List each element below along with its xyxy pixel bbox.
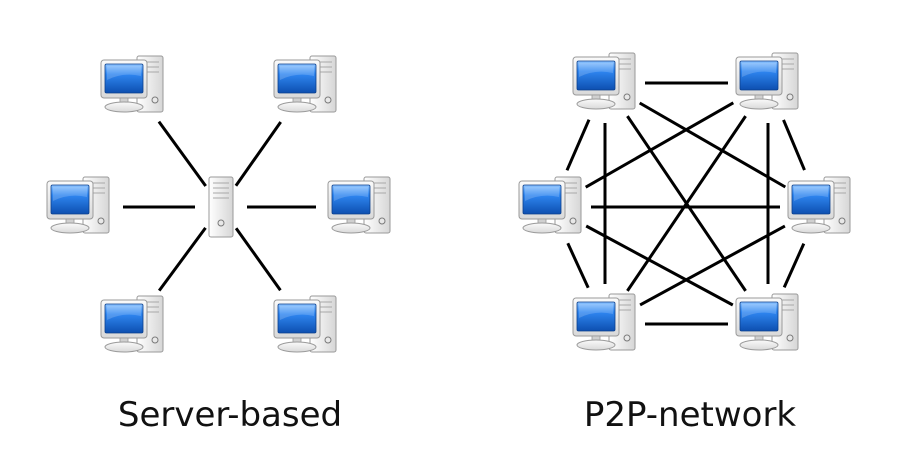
server-based-pc-top-right-desktop-computer-icon <box>273 55 337 113</box>
server-based-pc-top-left-desktop-computer-icon <box>100 55 164 113</box>
server-based-link-server-to-pc-bottom-left <box>157 227 207 292</box>
p2p-network-link-pc-top-right-to-pc-middle-left <box>584 101 735 189</box>
server-based-pc-bottom-left-desktop-computer-icon <box>100 295 164 353</box>
p2p-network-pc-top-left-desktop-computer-icon <box>572 52 636 110</box>
server-based-link-server-to-pc-top-right <box>234 121 282 187</box>
p2p-network-pc-bottom-right-desktop-computer-icon <box>735 293 799 351</box>
links-layer <box>123 81 806 326</box>
p2p-network-pc-middle-right-desktop-computer-icon <box>787 176 851 234</box>
p2p-network-link-pc-middle-left-to-pc-bottom-left <box>566 242 590 289</box>
p2p-network-link-pc-middle-right-to-pc-bottom-right <box>782 242 806 289</box>
p2p-network-link-pc-middle-left-to-pc-bottom-right <box>585 224 734 307</box>
server-based-server-server-tower-icon <box>208 176 234 238</box>
p2p-network-link-pc-top-left-to-pc-middle-left <box>565 119 591 171</box>
server-based-caption: Server-based <box>117 395 343 435</box>
p2p-network-link-pc-middle-right-to-pc-bottom-left <box>639 224 786 307</box>
p2p-network-link-pc-top-right-to-pc-middle-right <box>782 119 806 171</box>
p2p-network-link-pc-top-right-to-pc-bottom-left <box>626 115 747 292</box>
server-based-pc-bottom-right-desktop-computer-icon <box>273 295 337 353</box>
p2p-network-caption: P2P-network <box>583 395 797 435</box>
server-based-pc-middle-right-desktop-computer-icon <box>327 176 391 234</box>
p2p-network-pc-middle-left-desktop-computer-icon <box>518 176 582 234</box>
server-based-link-server-to-pc-bottom-right <box>234 227 282 292</box>
nodes-layer <box>46 52 851 353</box>
server-based-pc-middle-left-desktop-computer-icon <box>46 176 110 234</box>
p2p-network-link-pc-top-left-to-pc-middle-right <box>638 101 787 189</box>
server-based-link-server-to-pc-top-left <box>157 120 207 187</box>
p2p-network-pc-top-right-desktop-computer-icon <box>735 52 799 110</box>
p2p-network-pc-bottom-left-desktop-computer-icon <box>572 293 636 351</box>
